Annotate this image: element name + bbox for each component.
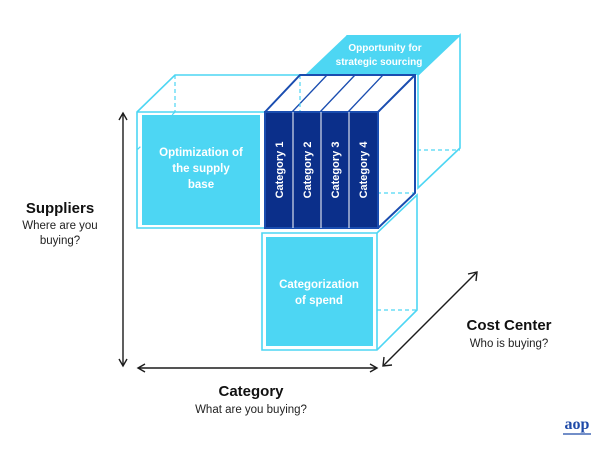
supply-base-label-line-2: the supply: [172, 163, 230, 175]
supply-base-cube: Optimization of the supply base: [136, 74, 306, 229]
suppliers-axis-subtitle-line-1: Where are you: [22, 220, 97, 232]
cost-center-axis-title: Cost Center: [466, 317, 551, 334]
cost-center-axis: [382, 271, 478, 367]
category-2-label: Category 2: [302, 142, 314, 199]
strategic-sourcing-cube: Opportunity for strategic sourcing: [304, 33, 461, 190]
supply-base-label-line-3: base: [188, 179, 214, 191]
category-3-label: Category 3: [330, 142, 342, 199]
suppliers-axis-subtitle-line-2: buying?: [40, 235, 80, 247]
category-axis-subtitle: What are you buying?: [195, 404, 307, 416]
spend-label-line-2: of spend: [295, 295, 343, 307]
sourcing-label-line-2: strategic sourcing: [336, 57, 423, 68]
suppliers-axis-title: Suppliers: [26, 200, 94, 217]
supply-base-label-line-1: Optimization of: [159, 147, 243, 159]
category-4-label: Category 4: [358, 141, 370, 199]
suppliers-axis: [118, 111, 128, 368]
spend-label-line-1: Categorization: [279, 279, 359, 291]
category-axis: [136, 363, 379, 373]
sourcing-label-line-1: Opportunity for: [348, 43, 421, 54]
aop-logo: aop: [563, 416, 591, 435]
category-1-label: Category 1: [274, 142, 286, 199]
cost-center-axis-subtitle: Who is buying?: [470, 338, 549, 350]
aop-logo-text: aop: [565, 416, 590, 433]
spend-categorization-cube: Categorization of spend: [261, 193, 418, 351]
category-cube: Category 1 Category 2 Category 3 Categor…: [264, 74, 416, 229]
category-axis-title: Category: [218, 383, 284, 400]
